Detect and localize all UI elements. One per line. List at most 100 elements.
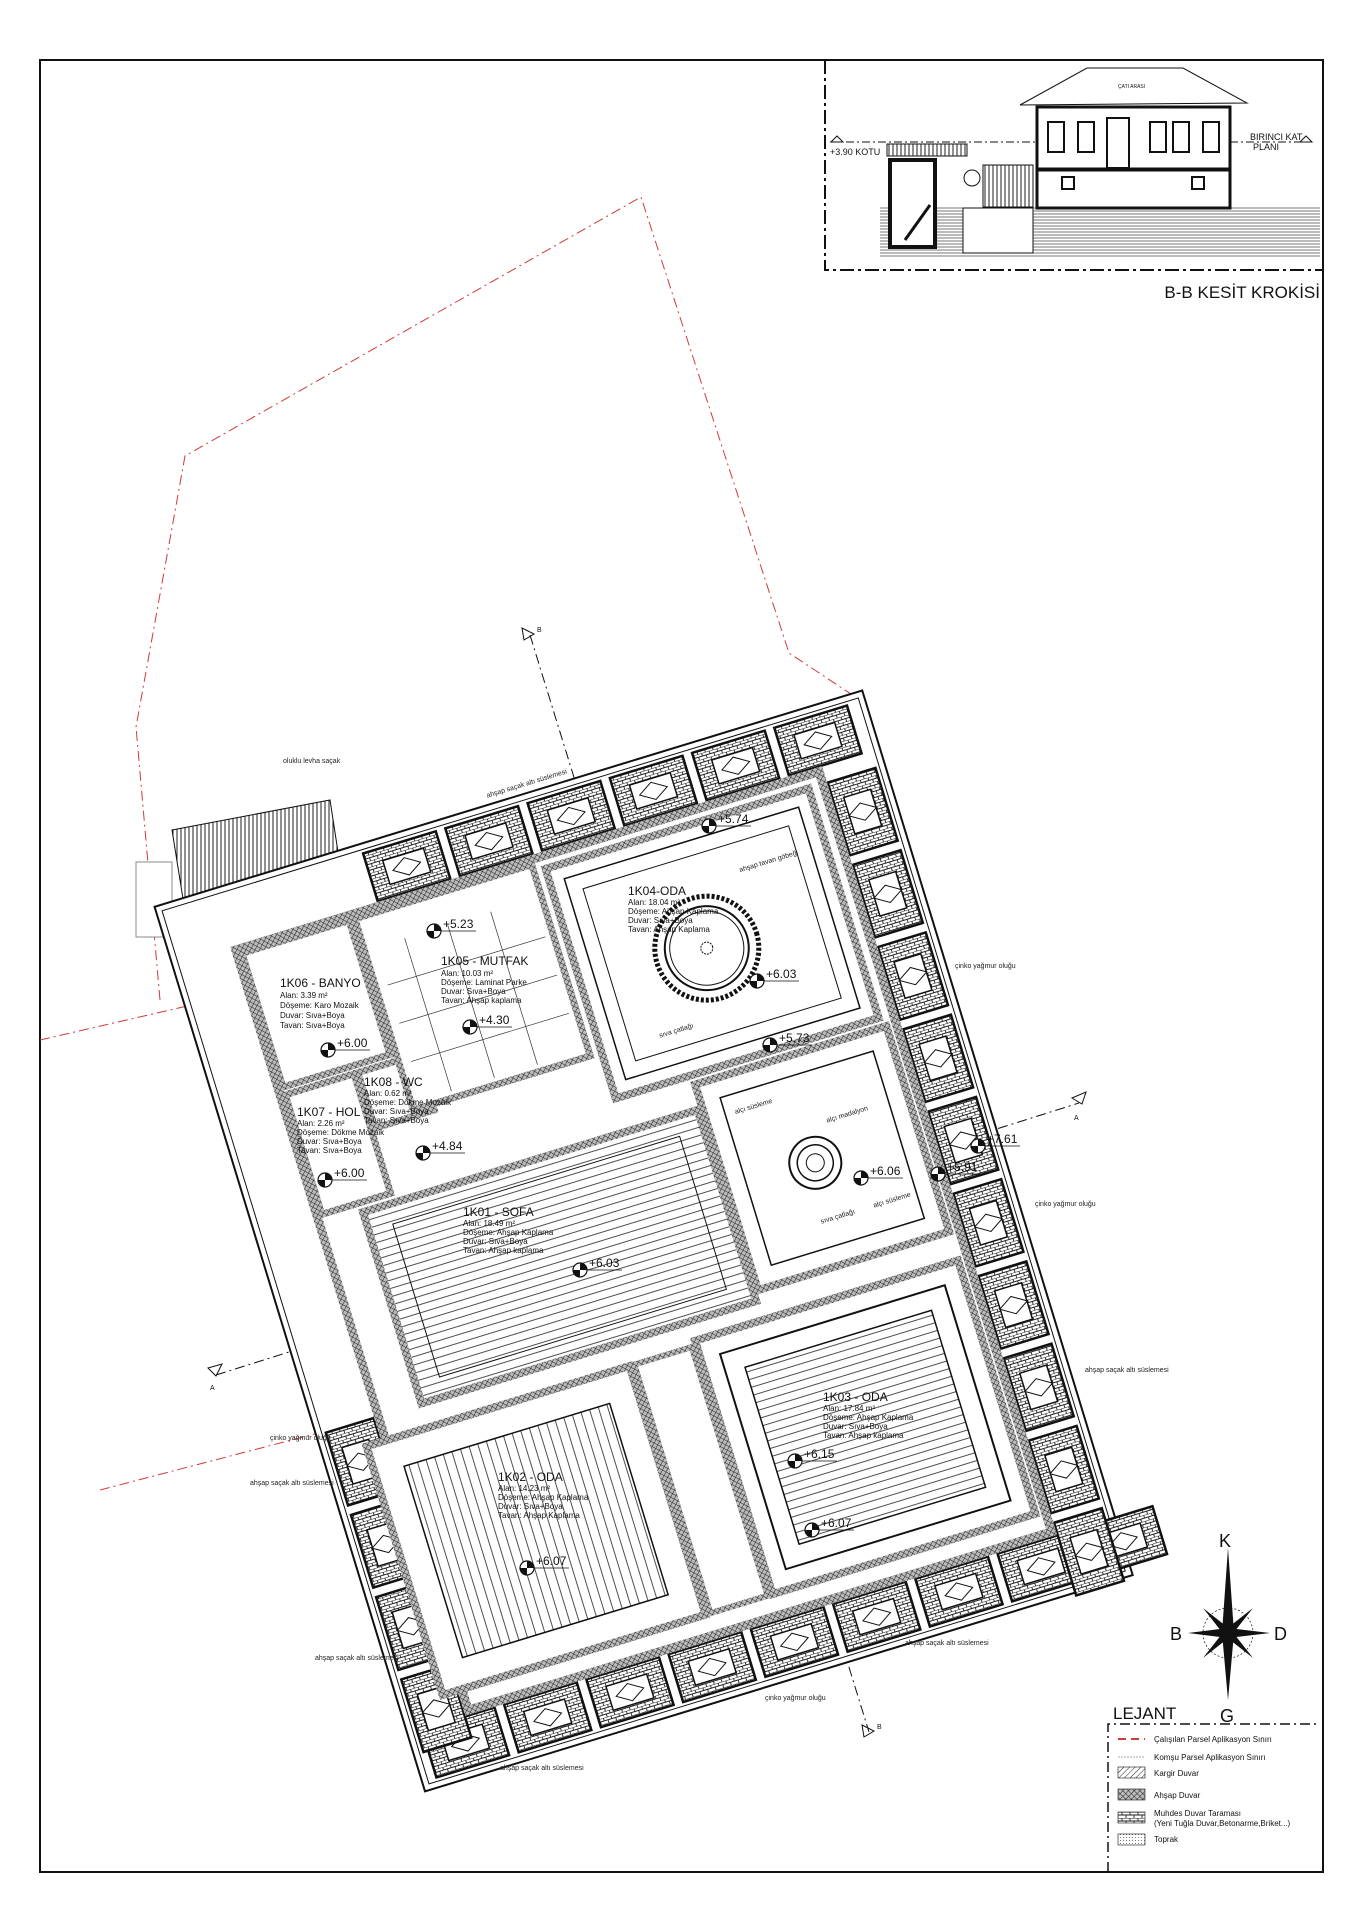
plaster-medallion [805,1153,825,1173]
svg-text:Muhdes Duvar Taraması: Muhdes Duvar Taraması [1154,1809,1241,1818]
svg-text:Tavan: Ahşap kaplama: Tavan: Ahşap kaplama [463,1246,544,1255]
level-label: +3.90 KOTU [830,147,880,157]
room-label-hol: 1K07 - HOL Alan: 2.26 m² Döşeme: Dökme M… [297,1105,385,1155]
elevation-value: +4.30 [479,1013,510,1027]
eave-ornament-panel [1027,1424,1101,1515]
elevation-value: +6.07 [536,1554,567,1568]
eave-ornament-panel [584,1655,676,1729]
svg-text:Toprak: Toprak [1154,1835,1179,1844]
svg-text:1K05 - MUTFAK: 1K05 - MUTFAK [441,954,528,968]
level-marker-icon [829,135,845,143]
section-shed [982,164,1034,208]
section-marker-a-right: A [1070,1091,1087,1122]
floor-label: PLANI [1253,142,1279,152]
section-marker-b-top: B [521,627,542,641]
legend-swatch-muhdes [1117,1811,1146,1824]
sofa-floor-frame [392,1135,728,1378]
svg-text:Duvar: Sıva+Boya: Duvar: Sıva+Boya [463,1237,528,1246]
elevation-value: +6.06 [870,1164,901,1178]
elevation-value: +6.03 [589,1256,620,1270]
svg-text:Tavan: Sıva+Boya: Tavan: Sıva+Boya [297,1146,362,1155]
annotation: ahşap saçak altı süslemesi [250,1480,334,1487]
ceiling-flower [700,941,714,955]
svg-text:Alan: 18.49 m²: Alan: 18.49 m² [463,1219,515,1228]
svg-text:Tavan: Sıva+Boya: Tavan: Sıva+Boya [364,1116,429,1125]
room-banyo [237,916,395,1092]
svg-text:Alan: 2.26 m²: Alan: 2.26 m² [297,1119,345,1128]
elevation-marker: +6.00 [320,1036,370,1058]
svg-text:Döşeme: Ahşap Kaplama: Döşeme: Ahşap Kaplama [823,1413,914,1422]
svg-text:Duvar: Sıva+Boya: Duvar: Sıva+Boya [628,916,693,925]
ceiling-rosette [652,893,762,1003]
elevation-value: +5.73 [779,1031,810,1045]
svg-text:1K02 - ODA: 1K02 - ODA [498,1470,563,1484]
salon-ceiling-frame [719,1050,926,1267]
legend: LEJANT Çalışılan Parsel Aplikasyon Sınır… [1107,1704,1318,1872]
exterior-wall [230,765,1058,1716]
svg-text:Ahşap Duvar: Ahşap Duvar [1154,1791,1201,1800]
elevation-marker: +6.03 [749,967,799,989]
svg-text:A: A [1074,1115,1079,1122]
elevation-markers: +5.23+5.74+6.03+5.73+4.30+6.00+6.00+4.84… [317,812,1020,1576]
svg-text:Tavan: Ahşap kaplama: Tavan: Ahşap kaplama [823,1431,904,1440]
annotation: oluklu levha saçak [283,758,341,765]
eave-ornament-panel [826,766,900,857]
room-mutfak [350,860,595,1115]
legend-title: LEJANT [1113,1704,1176,1723]
section-annex-terrace [886,143,968,157]
elevation-marker: +4.30 [462,1013,512,1035]
eave-ornament-panel [926,1095,1000,1186]
elevation-value: +5.23 [443,917,474,931]
annotation: ahşap saçak altı süslemesi [500,1765,584,1772]
svg-text:Alan: 0.62 m²: Alan: 0.62 m² [364,1089,412,1098]
elevation-value: +5.74 [718,812,749,826]
section-sketch: +3.90 KOTU BIRINCI KAT PLANI ÇATI ARASI [824,60,1323,271]
eave-ornament-panel [1002,1342,1076,1433]
svg-text:Döşeme: Dökme Mozaik: Döşeme: Dökme Mozaik [297,1128,385,1137]
elevation-value: +6.00 [334,1166,365,1180]
svg-text:Komşu Parsel Aplikasyon Sınırı: Komşu Parsel Aplikasyon Sınırı [1154,1753,1266,1762]
eave-ornament-panel [361,829,452,903]
annotation: çinko yağmur oluğu [765,1695,826,1702]
svg-text:Çalışılan Parsel Aplikasyon Sı: Çalışılan Parsel Aplikasyon Sınırı [1154,1735,1272,1744]
eave-ornament-panel [851,848,925,940]
elevation-value: +6.07 [821,1516,852,1530]
eave-ornament-panel [502,1680,593,1754]
floor-plan: ahşap saçak altı süslemesi ahşap tavan g… [153,689,1169,1793]
eave-ornament-panel [831,1580,922,1654]
elevation-marker: +6.00 [317,1166,367,1188]
svg-text:B: B [537,627,542,634]
eave-ornament-panel [608,754,699,828]
room-hol [280,1069,396,1219]
annotation: ahşap saçak altı süslemesi [315,1655,399,1662]
svg-text:Döşeme: Karo Mozaik: Döşeme: Karo Mozaik [280,1001,360,1010]
svg-text:Tavan: Ahşap Kaplama: Tavan: Ahşap Kaplama [628,925,710,934]
annotation: ahşap saçak altı süslemesi [1085,1367,1169,1374]
elevation-marker: +6.07 [519,1554,569,1576]
svg-text:Duvar: Sıva+Boya: Duvar: Sıva+Boya [498,1502,563,1511]
svg-text:Duvar: Sıva+Boya: Duvar: Sıva+Boya [364,1107,429,1116]
annotation: ahşap saçak altı süslemesi [905,1640,989,1647]
svg-text:Tavan: Ahşap Kaplama: Tavan: Ahşap Kaplama [498,1511,580,1520]
svg-text:Duvar: Sıva+Boya: Duvar: Sıva+Boya [823,1422,888,1431]
legend-item: Ahşap Duvar [1117,1788,1201,1801]
annotation: çinko yağmur oluğu [955,963,1016,970]
section-frame [824,60,1323,271]
annotation: çinko yağmur oluğu [270,1435,331,1442]
elevation-marker: +5.91 [930,1160,980,1182]
elevation-value: +6.15 [804,1447,835,1461]
eave-ornament-panel [901,1013,975,1104]
room-label-banyo: 1K06 - BANYO Alan: 3.39 m² Döşeme: Karo … [280,976,361,1030]
legend-item: Komşu Parsel Aplikasyon Sınırı [1118,1753,1266,1762]
svg-text:1K01 - SOFA: 1K01 - SOFA [463,1205,534,1219]
compass-west: B [1170,1624,1182,1644]
svg-text:(Yeni Tuğla Duvar,Betonarme,Br: (Yeni Tuğla Duvar,Betonarme,Briket...) [1154,1819,1291,1828]
compass-east: D [1274,1624,1287,1644]
elevation-value: +7.61 [987,1132,1018,1146]
svg-text:Alan: 17.84 m²: Alan: 17.84 m² [823,1404,875,1413]
svg-text:1K03 - ODA: 1K03 - ODA [823,1390,888,1404]
legend-frame [1107,1723,1318,1872]
svg-text:Kargir Duvar: Kargir Duvar [1154,1769,1199,1778]
eave-ornament-panel [913,1554,1005,1629]
room-sofa [357,1104,762,1409]
